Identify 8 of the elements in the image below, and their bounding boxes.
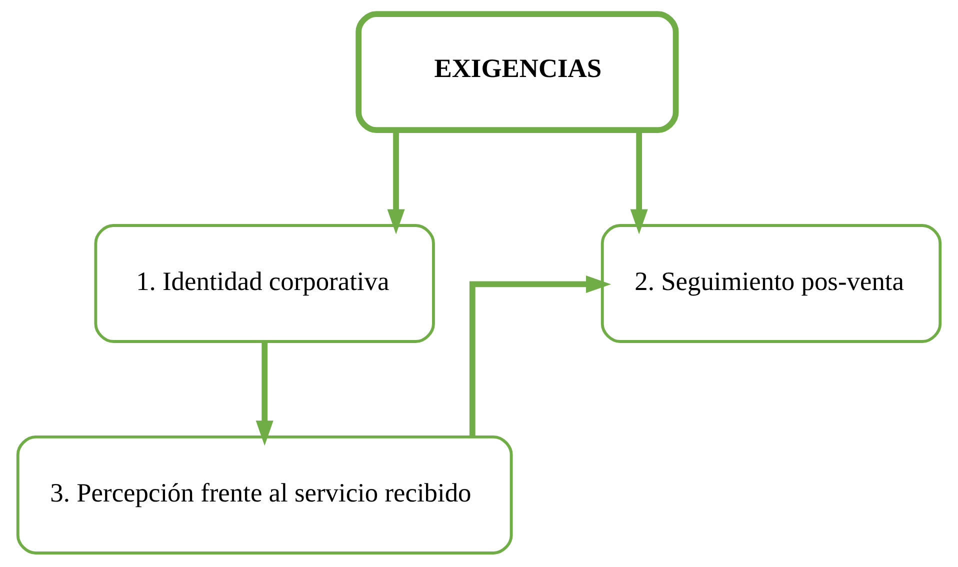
- node-box: EXIGENCIAS: [356, 11, 679, 133]
- arrow: [387, 130, 405, 234]
- node-box: 3. Percepción frente al servicio recibido: [16, 436, 513, 554]
- node-box: 2. Seguimiento pos-venta: [600, 224, 942, 343]
- arrow: [630, 130, 648, 234]
- arrow: [469, 275, 612, 437]
- arrow: [256, 342, 274, 446]
- node-box: 1. Identidad corporativa: [94, 224, 435, 343]
